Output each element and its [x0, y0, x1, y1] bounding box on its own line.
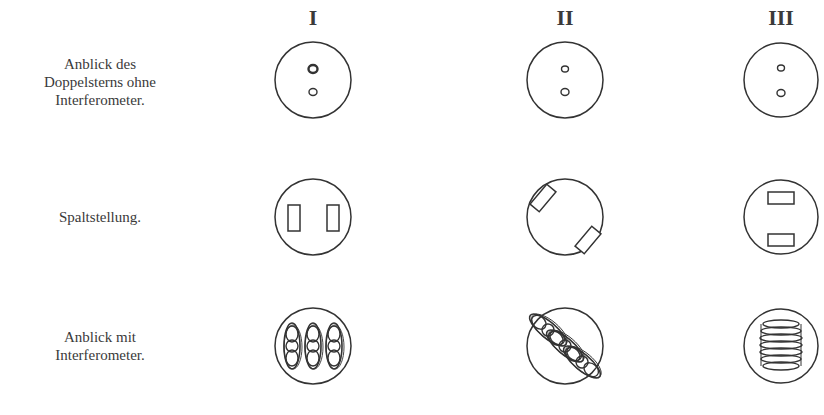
star-image — [562, 66, 569, 72]
fringe-patterns — [284, 308, 802, 383]
column-numeral: I — [309, 5, 318, 31]
field-circles — [275, 42, 818, 384]
fringe-group — [326, 323, 344, 369]
fringe-group — [559, 340, 606, 383]
field-circle — [744, 180, 818, 254]
field-circle — [275, 42, 351, 118]
row-label: Spaltstellung. — [33, 208, 168, 226]
fringe-group — [284, 323, 302, 369]
column-numeral: III — [768, 5, 794, 31]
star-image — [309, 65, 318, 73]
field-circle — [744, 43, 818, 117]
star-image — [561, 89, 569, 96]
fringe-stack — [760, 320, 802, 370]
slit — [768, 234, 794, 246]
field-circle — [527, 42, 603, 118]
fringe — [763, 362, 799, 370]
fringe-edge — [761, 324, 801, 366]
slit — [575, 226, 601, 254]
slit — [530, 184, 556, 212]
slits — [288, 184, 794, 254]
fringe-group — [542, 324, 589, 367]
star-image — [778, 65, 785, 71]
slit — [768, 192, 794, 204]
field-circle — [275, 308, 351, 384]
star-image — [309, 89, 317, 96]
field-circle — [744, 309, 818, 383]
fringe-group — [525, 308, 572, 351]
field-circle — [527, 179, 603, 255]
star-image — [777, 90, 785, 97]
fringe-group — [305, 323, 323, 369]
row-label: Anblick des Doppelsterns ohne Interferom… — [33, 55, 168, 109]
slit — [327, 205, 339, 231]
star-images — [309, 65, 786, 97]
row-label: Anblick mit Interferometer. — [33, 328, 168, 364]
field-circle — [275, 179, 351, 255]
column-numeral: II — [556, 5, 573, 31]
slit — [288, 205, 300, 231]
